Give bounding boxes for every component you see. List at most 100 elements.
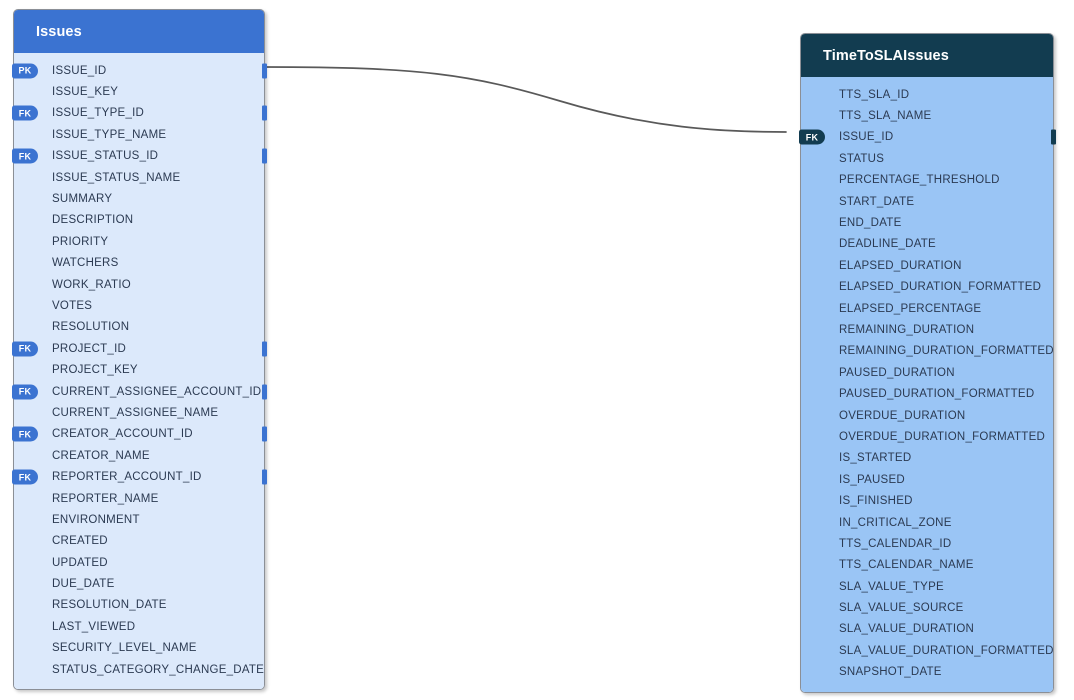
field-row[interactable]: STATUS_CATEGORY_CHANGE_DATE (14, 659, 264, 680)
field-row[interactable]: PAUSED_DURATION_FORMATTED (801, 383, 1053, 404)
field-label: VOTES (52, 299, 93, 312)
connection-port[interactable] (262, 426, 267, 442)
entity-issues-header[interactable]: Issues (14, 10, 264, 53)
field-label: SNAPSHOT_DATE (839, 666, 942, 679)
field-row[interactable]: PAUSED_DURATION (801, 362, 1053, 383)
field-row[interactable]: ENVIRONMENT (14, 509, 264, 530)
field-label: STATUS_CATEGORY_CHANGE_DATE (52, 663, 265, 676)
field-row[interactable]: DEADLINE_DATE (801, 234, 1053, 255)
field-label: RESOLUTION_DATE (52, 599, 167, 612)
field-label: CURRENT_ASSIGNEE_ACCOUNT_ID (52, 385, 262, 398)
field-label: TTS_CALENDAR_ID (839, 537, 952, 550)
connection-port[interactable] (262, 469, 267, 485)
primary-key-badge-icon: PK (12, 63, 38, 79)
field-label: ELAPSED_PERCENTAGE (839, 302, 982, 315)
relationship-edge-issues-ttsla[interactable] (263, 66, 787, 133)
field-row[interactable]: PROJECT_KEY (14, 359, 264, 380)
field-row[interactable]: VOTES (14, 295, 264, 316)
field-label: REMAINING_DURATION (839, 323, 975, 336)
field-row[interactable]: SLA_VALUE_DURATION_FORMATTED (801, 640, 1053, 661)
field-row[interactable]: STATUS (801, 148, 1053, 169)
field-label: TTS_CALENDAR_NAME (839, 559, 974, 572)
field-row[interactable]: SECURITY_LEVEL_NAME (14, 638, 264, 659)
field-label: CREATOR_ACCOUNT_ID (52, 428, 193, 441)
field-row[interactable]: SNAPSHOT_DATE (801, 662, 1053, 683)
field-row[interactable]: TTS_SLA_NAME (801, 105, 1053, 126)
field-label: UPDATED (52, 556, 108, 569)
field-row[interactable]: UPDATED (14, 552, 264, 573)
field-row[interactable]: WORK_RATIO (14, 274, 264, 295)
field-row[interactable]: CREATOR_NAME (14, 445, 264, 466)
foreign-key-badge-icon: FK (12, 426, 38, 442)
field-label: CREATED (52, 535, 108, 548)
field-row[interactable]: DESCRIPTION (14, 210, 264, 231)
field-row[interactable]: IS_STARTED (801, 448, 1053, 469)
field-label: SLA_VALUE_TYPE (839, 580, 944, 593)
field-row[interactable]: REMAINING_DURATION (801, 319, 1053, 340)
field-label: IS_STARTED (839, 452, 912, 465)
field-label: RESOLUTION (52, 321, 130, 334)
connection-port[interactable] (262, 384, 267, 400)
field-label: DESCRIPTION (52, 214, 134, 227)
field-label: WORK_RATIO (52, 278, 131, 291)
field-row[interactable]: OVERDUE_DURATION_FORMATTED (801, 426, 1053, 447)
field-row[interactable]: TTS_SLA_ID (801, 84, 1053, 105)
field-row[interactable]: FK CREATOR_ACCOUNT_ID (12, 424, 267, 445)
field-row[interactable]: WATCHERS (14, 253, 264, 274)
field-row[interactable]: TTS_CALENDAR_NAME (801, 555, 1053, 576)
field-row[interactable]: SUMMARY (14, 188, 264, 209)
field-row[interactable]: REMAINING_DURATION_FORMATTED (801, 341, 1054, 362)
field-row[interactable]: START_DATE (801, 191, 1053, 212)
connection-port[interactable] (262, 341, 267, 357)
field-row[interactable]: IN_CRITICAL_ZONE (801, 512, 1053, 533)
field-row[interactable]: SLA_VALUE_SOURCE (801, 597, 1053, 618)
entity-timetoslaissues[interactable]: TimeToSLAIssues TTS_SLA_ID TTS_SLA_NAME FK… (799, 33, 1056, 693)
field-row[interactable]: SLA_VALUE_TYPE (801, 576, 1053, 597)
field-row[interactable]: REPORTER_NAME (14, 488, 264, 509)
field-label: SLA_VALUE_DURATION_FORMATTED (839, 644, 1054, 657)
field-label: PRIORITY (52, 235, 109, 248)
field-row[interactable]: END_DATE (801, 212, 1053, 233)
field-row[interactable]: TTS_CALENDAR_ID (801, 533, 1053, 554)
field-row[interactable]: PERCENTAGE_THRESHOLD (801, 170, 1053, 191)
field-label: ISSUE_TYPE_ID (52, 107, 145, 120)
field-row[interactable]: SLA_VALUE_DURATION (801, 619, 1053, 640)
field-label: CURRENT_ASSIGNEE_NAME (52, 406, 219, 419)
field-row[interactable]: ISSUE_KEY (14, 81, 264, 102)
foreign-key-badge-icon: FK (12, 469, 38, 485)
field-row[interactable]: DUE_DATE (14, 573, 264, 594)
field-row[interactable]: IS_FINISHED (801, 490, 1053, 511)
field-row[interactable]: CURRENT_ASSIGNEE_NAME (14, 402, 264, 423)
field-row[interactable]: FK ISSUE_TYPE_ID (12, 103, 267, 124)
field-row[interactable]: ELAPSED_DURATION_FORMATTED (801, 277, 1053, 298)
connection-port[interactable] (262, 105, 267, 121)
field-row[interactable]: ISSUE_STATUS_NAME (14, 167, 264, 188)
field-row[interactable]: IS_PAUSED (801, 469, 1053, 490)
connection-port[interactable] (262, 63, 267, 79)
field-label: SECURITY_LEVEL_NAME (52, 642, 197, 655)
field-row[interactable]: LAST_VIEWED (14, 616, 264, 637)
field-row[interactable]: CREATED (14, 531, 264, 552)
foreign-key-badge-icon: FK (12, 105, 38, 121)
field-row[interactable]: OVERDUE_DURATION (801, 405, 1053, 426)
entity-timetoslaissues-header[interactable]: TimeToSLAIssues (801, 34, 1053, 77)
connection-port[interactable] (262, 148, 267, 164)
field-row[interactable]: ELAPSED_DURATION (801, 255, 1053, 276)
field-row[interactable]: RESOLUTION (14, 317, 264, 338)
field-row[interactable]: ELAPSED_PERCENTAGE (801, 298, 1053, 319)
field-row[interactable]: RESOLUTION_DATE (14, 595, 264, 616)
connection-port[interactable] (1051, 129, 1056, 145)
field-row[interactable]: PRIORITY (14, 231, 264, 252)
field-row[interactable]: ISSUE_TYPE_NAME (14, 124, 264, 145)
field-label: SLA_VALUE_DURATION (839, 623, 975, 636)
field-label: TTS_SLA_NAME (839, 110, 932, 123)
